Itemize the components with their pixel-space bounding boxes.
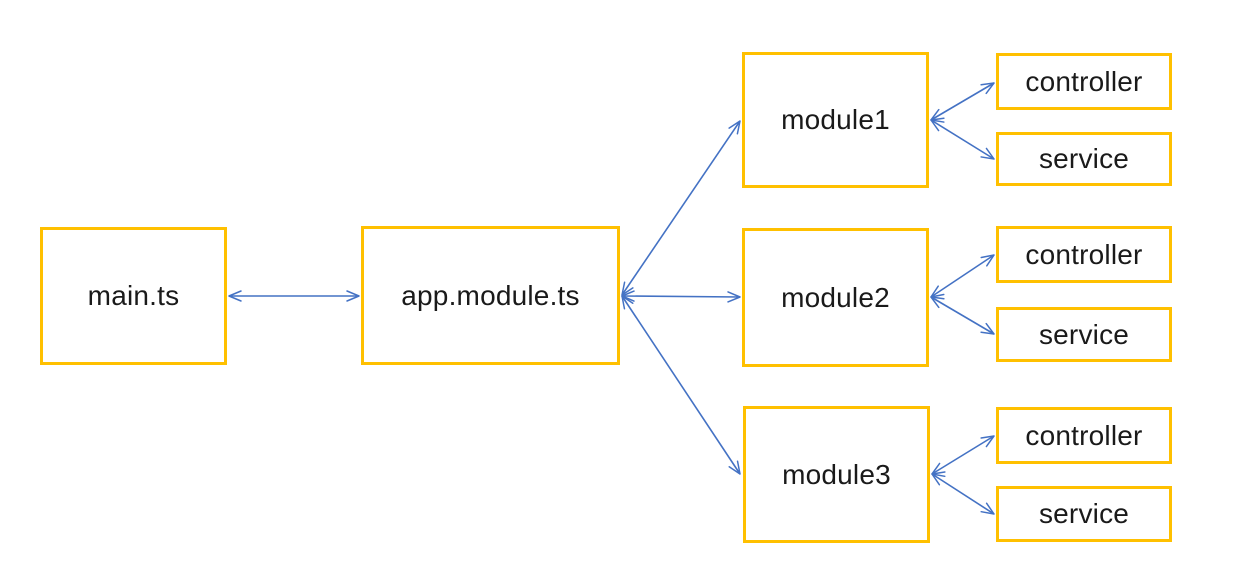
node-label-module3: module3: [782, 458, 891, 490]
node-main-ts: main.ts: [40, 227, 227, 365]
node-app-module-ts: app.module.ts: [361, 226, 620, 365]
edge-module3-to-module3-service: [931, 473, 995, 515]
node-label-module1: module1: [781, 104, 890, 135]
edge-module3-to-module3-controller: [931, 435, 995, 475]
edge-module2-to-module2-controller: [930, 254, 995, 298]
node-module1-controller: controller: [996, 53, 1172, 110]
node-module2-controller: controller: [996, 226, 1172, 283]
node-module2: module2: [742, 228, 929, 367]
edge-app-module-ts-to-module2: [621, 290, 741, 303]
edge-app-module-ts-to-module1: [621, 120, 741, 296]
node-label-module1-controller: controller: [1025, 65, 1143, 97]
edge-module1-to-module1-controller: [930, 82, 995, 121]
node-label-module3-service: service: [1038, 498, 1130, 529]
node-module1: module1: [742, 52, 929, 188]
node-label-module1-service: service: [1038, 143, 1130, 174]
node-label-module2: module2: [781, 281, 890, 313]
node-label-app-module-ts: app.module.ts: [401, 279, 580, 311]
edge-module2-to-module2-service: [930, 296, 995, 335]
edge-module1-to-module1-service: [930, 119, 995, 160]
node-label-module2-service: service: [1038, 318, 1130, 350]
node-module1-service: service: [996, 132, 1172, 186]
node-module3-service: service: [996, 486, 1172, 542]
node-module3: module3: [743, 406, 930, 543]
node-module2-service: service: [996, 307, 1172, 362]
edge-app-module-ts-to-module3: [621, 295, 741, 475]
node-module3-controller: controller: [996, 407, 1172, 464]
node-label-main-ts: main.ts: [87, 280, 180, 311]
node-label-module2-controller: controller: [1025, 238, 1143, 270]
node-label-module3-controller: controller: [1025, 419, 1143, 451]
